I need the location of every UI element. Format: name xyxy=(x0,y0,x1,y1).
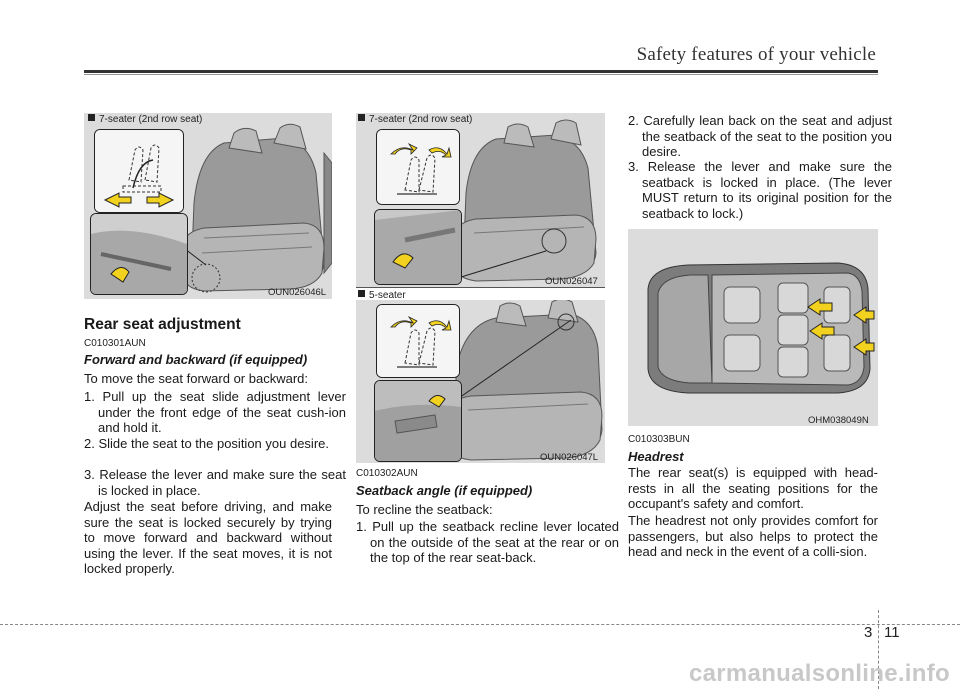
step-2: 2. Carefully lean back on the seat and a… xyxy=(628,113,892,159)
inset-seat-diagram xyxy=(94,129,184,213)
running-header: Safety features of your vehicle xyxy=(636,44,876,65)
inset-slide-lever xyxy=(90,213,188,295)
figure-caption-text: 5-seater xyxy=(369,290,406,301)
header-rule-thin xyxy=(84,74,878,75)
bullet-square-icon xyxy=(88,114,95,121)
figure-code: OUN026047 xyxy=(545,276,598,287)
figure-code: OUN026047L xyxy=(540,452,599,463)
step-1: 1. Pull up the seat slide adjustment lev… xyxy=(84,389,346,435)
chapter-number: 3 xyxy=(864,624,873,641)
step-1: 1. Pull up the seatback recline lever lo… xyxy=(356,519,619,565)
figure-caption: 5-seater xyxy=(358,290,406,301)
section-code: C010303BUN xyxy=(628,434,690,445)
footer-rule xyxy=(0,624,960,625)
inset-recline-lever xyxy=(374,209,462,285)
figure-headrest-overview xyxy=(628,229,878,426)
recline-arrows-icon xyxy=(377,130,459,204)
subheading-forward-backward: Forward and backward (if equipped) xyxy=(84,352,308,367)
step-2: 2. Slide the seat to the position you de… xyxy=(84,436,329,451)
recline-arrows-icon xyxy=(377,305,459,377)
section-heading: Rear seat adjustment xyxy=(84,316,241,333)
headrest-para-1: The rear seat(s) is equipped with head-r… xyxy=(628,465,878,511)
watermark: carmanualsonline.info xyxy=(688,660,950,687)
figure-divider xyxy=(356,287,605,288)
top-lever-icon xyxy=(375,381,461,461)
intro-text: To move the seat forward or backward: xyxy=(84,371,308,386)
section-code: C010301AUN xyxy=(84,338,146,349)
recline-lever-icon xyxy=(375,210,461,284)
figure-caption: 7-seater (2nd row seat) xyxy=(358,114,472,125)
inset-recline-diagram-5seater xyxy=(376,304,460,378)
figure-caption: 7-seater (2nd row seat) xyxy=(88,114,202,125)
figure-rear-seat-slide xyxy=(84,113,332,299)
vehicle-top-view-illustration xyxy=(628,229,878,426)
figure-code: OUN026046L xyxy=(268,287,327,298)
figure-caption-text: 7-seater (2nd row seat) xyxy=(369,114,473,125)
slide-lever-icon xyxy=(91,214,187,294)
page-number-divider xyxy=(878,610,879,689)
adjust-note: Adjust the seat before driving, and make… xyxy=(84,499,332,576)
figure-recline-7seater xyxy=(356,113,605,287)
seat-slide-arrows-icon xyxy=(95,130,183,212)
figure-code: OHM038049N xyxy=(808,415,869,426)
section-code: C010302AUN xyxy=(356,468,418,479)
bullet-square-icon xyxy=(358,114,365,121)
page-number: 11 xyxy=(884,624,900,641)
figure-recline-5seater xyxy=(356,300,605,463)
figure-caption-text: 7-seater (2nd row seat) xyxy=(99,114,203,125)
inset-recline-diagram xyxy=(376,129,460,205)
step-3: 3. Release the lever and make sure the s… xyxy=(628,159,892,221)
bullet-square-icon xyxy=(358,290,365,297)
subheading-headrest: Headrest xyxy=(628,449,684,464)
step-3: 3. Release the lever and make sure the s… xyxy=(84,467,346,498)
header-rule xyxy=(84,70,878,73)
inset-top-lever xyxy=(374,380,462,462)
headrest-para-2: The headrest not only provides comfort f… xyxy=(628,513,878,559)
intro-text: To recline the seatback: xyxy=(356,502,493,517)
subheading-seatback-angle: Seatback angle (if equipped) xyxy=(356,483,533,498)
